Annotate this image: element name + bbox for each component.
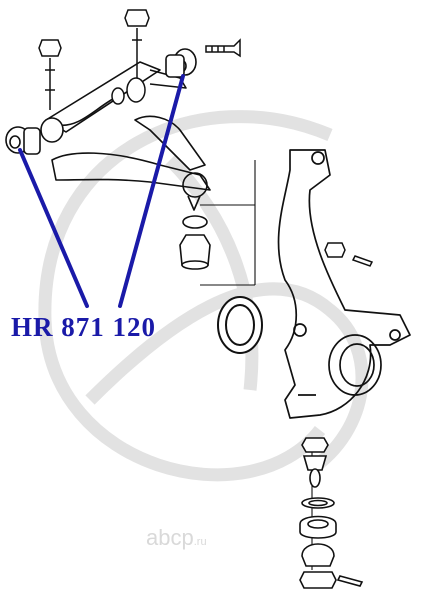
watermark-brand: abcp	[146, 525, 194, 550]
steering-knuckle	[277, 149, 411, 419]
bolts	[38, 9, 241, 110]
ball-joint-boot-upper	[179, 215, 211, 270]
watermark-logo	[38, 110, 369, 482]
bushing-rear	[165, 48, 197, 78]
pointer-line-front	[18, 148, 89, 308]
pointer-lines	[18, 74, 185, 308]
watermark-domain: .ru	[193, 536, 207, 548]
bushing-front	[5, 117, 64, 155]
ball-joint-stack	[299, 437, 364, 589]
dust-seal	[217, 296, 263, 354]
center-bushing	[111, 77, 146, 105]
part-number-label: HR 871 120	[11, 312, 156, 342]
pointer-line-rear	[118, 74, 185, 308]
castle-nut	[324, 242, 374, 267]
watermark-text: abcp.ru	[146, 525, 207, 551]
